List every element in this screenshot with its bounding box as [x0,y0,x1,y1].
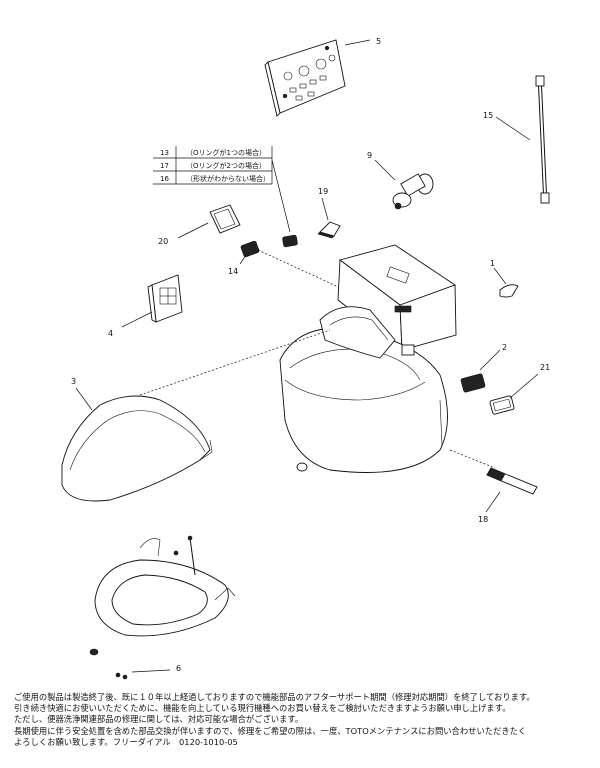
part-3-lid [61,395,213,502]
part-19-cap [317,221,341,239]
toilet-body [279,244,457,473]
callout-2: 2 [502,343,507,352]
table-row-note: （Oリングが2つの場合） [186,161,266,170]
table-row-note: （形状がわからない場合） [186,174,270,183]
table-row-number: 17 [160,162,169,170]
callout-15: 15 [483,111,493,120]
callout-6: 6 [176,664,181,673]
callout-19: 19 [318,187,328,196]
callout-18: 18 [478,515,488,524]
notice-line: 長期使用に伴う安全処置を含めた部品交換が伴いますので、修理をご希望の際は、一度、… [14,725,527,736]
callout-3: 3 [71,377,76,386]
part-number-table: 13 （Oリングが1つの場合） 17 （Oリングが2つの場合） 16 （形状がわ… [153,146,273,185]
table-row-note: （Oリングが1つの場合） [186,148,266,157]
callout-4: 4 [108,329,113,338]
part-6-seat [89,535,236,680]
notice-line: 引き続き快適にお使いいただくために、機能を向上している現行機種へのお買い替えをご… [14,703,511,714]
part-21-nozzle-cover [489,395,515,415]
notice-line: ご使用の製品は製造終了後、既に１０年以上経過しておりますので機能部品のアフターサ… [14,692,535,702]
part-1-clip [499,284,519,298]
exploded-parts-diagram: 5 15 13 （Oリングが1つの場合） 17 （Oリングが2つの場合） 16 … [61,37,550,680]
callout-5: 5 [376,37,381,46]
part-13-filter-fitting [282,234,298,248]
part-4-wall-remote [147,274,183,323]
notice-line: よろしくお願い致します。フリーダイアル 0120-1010-05 [14,736,238,747]
part-5-remote-control [264,39,346,117]
notice-line: ただし、便器洗浄関連部品の修理に関しては、対応可能な場合がございます。 [14,714,304,725]
callout-21: 21 [540,363,550,372]
callout-9: 9 [367,151,372,160]
part-20-gasket [209,204,241,234]
part-2-filter [460,373,486,393]
table-row-number: 13 [160,149,169,157]
callout-1: 1 [490,259,495,268]
part-14-strainer [240,240,260,258]
table-row-number: 16 [160,175,169,183]
callout-14: 14 [228,267,238,276]
callout-20: 20 [158,237,168,246]
part-9-valve [392,173,434,210]
part-15-supply-hose [535,75,550,204]
part-18-stick [486,467,538,495]
support-notice: ご使用の製品は製造終了後、既に１０年以上経過しておりますので機能部品のアフターサ… [14,692,594,748]
